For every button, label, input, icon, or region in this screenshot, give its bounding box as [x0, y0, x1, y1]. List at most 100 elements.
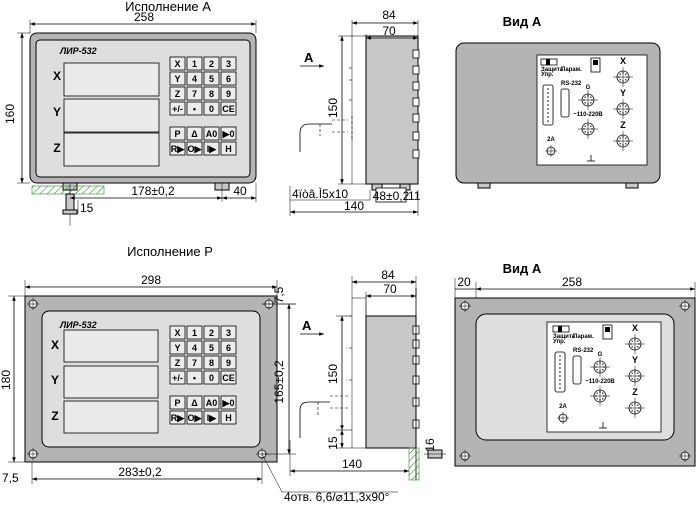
func-key-p-1[interactable]: [186, 395, 203, 410]
dim-p-side-height: 150: [326, 364, 340, 384]
key-p-13[interactable]: [186, 370, 203, 385]
func-key-label: H: [225, 144, 232, 154]
key-a-13[interactable]: [186, 101, 203, 116]
func-key-label: A0: [206, 398, 218, 408]
side-body-p: [365, 315, 417, 449]
func-key-label: I▶: [207, 144, 218, 154]
rear-axis-label: X: [620, 56, 626, 66]
key-p-7[interactable]: [220, 340, 237, 355]
key-a-6[interactable]: [203, 71, 220, 86]
func-key-a-5[interactable]: [186, 141, 203, 156]
key-p-5[interactable]: [186, 340, 203, 355]
func-key-label: H: [225, 413, 232, 423]
func-key-p-3[interactable]: [220, 395, 237, 410]
key-a-4[interactable]: [169, 71, 186, 86]
key-p-2[interactable]: [203, 325, 220, 340]
axis-label-x: X: [53, 69, 61, 83]
display-y-p: [63, 365, 159, 399]
side-view-variant-a: [351, 35, 420, 191]
func-key-p-4[interactable]: [169, 410, 186, 425]
key-p-9[interactable]: [186, 355, 203, 370]
key-label: +/-: [172, 104, 183, 114]
key-a-5[interactable]: [186, 71, 203, 86]
dim-p-flange: 15: [326, 436, 340, 450]
key-p-8[interactable]: [169, 355, 186, 370]
key-label: 6: [226, 343, 231, 353]
display-y: [63, 98, 160, 133]
key-p-11[interactable]: [220, 355, 237, 370]
func-key-p-5[interactable]: [186, 410, 203, 425]
key-label: 3: [226, 328, 231, 338]
key-label: 4: [192, 343, 197, 353]
key-a-15[interactable]: [220, 101, 237, 116]
dim-p-height: 180: [0, 370, 13, 390]
key-a-2[interactable]: [203, 56, 220, 71]
mounting-plate: [31, 185, 105, 195]
func-key-label: ▶0: [222, 398, 235, 408]
func-key-a-6[interactable]: [203, 141, 220, 156]
model-label-p: ЛИР-532: [59, 320, 97, 330]
display-x: [63, 62, 160, 97]
panel-section: [408, 447, 420, 481]
key-p-10[interactable]: [203, 355, 220, 370]
rear-label: 2A: [559, 404, 567, 410]
func-key-label: ▶0: [222, 129, 235, 139]
stud-nut: [62, 209, 78, 215]
key-label: 7: [192, 358, 197, 368]
func-key-a-4[interactable]: [169, 141, 186, 156]
key-label: 9: [226, 89, 231, 99]
key-a-1[interactable]: [186, 56, 203, 71]
rear-label: Упр.: [541, 72, 554, 78]
key-p-3[interactable]: [220, 325, 237, 340]
func-key-label: A0: [206, 129, 218, 139]
key-label: 3: [226, 59, 231, 69]
key-label: 2: [209, 328, 214, 338]
rear-label: Упр.: [553, 339, 566, 345]
key-p-14[interactable]: [203, 370, 220, 385]
key-a-8[interactable]: [169, 86, 186, 101]
key-p-12[interactable]: [169, 370, 186, 385]
key-a-7[interactable]: [220, 71, 237, 86]
rear-label: ~110-220В: [585, 379, 615, 385]
func-key-label: P: [174, 398, 180, 408]
key-p-4[interactable]: [169, 340, 186, 355]
key-p-15[interactable]: [220, 370, 237, 385]
key-p-1[interactable]: [186, 325, 203, 340]
func-key-label: Δ: [191, 129, 198, 139]
dim-a-depth: 84: [382, 8, 396, 22]
rear-label: G: [586, 85, 591, 91]
dim-p-side-total: 140: [342, 457, 362, 471]
func-key-p-2[interactable]: [203, 395, 220, 410]
func-key-p-7[interactable]: [220, 410, 237, 425]
func-key-p-6[interactable]: [203, 410, 220, 425]
key-label: 0: [209, 373, 214, 383]
key-a-9[interactable]: [186, 86, 203, 101]
key-p-0[interactable]: [169, 325, 186, 340]
key-label: 8: [209, 358, 214, 368]
rear-label: Защита: [553, 334, 576, 340]
rear-label: Парам.: [573, 334, 594, 340]
func-key-a-1[interactable]: [186, 126, 203, 141]
key-a-12[interactable]: [169, 101, 186, 116]
key-label: 9: [226, 358, 231, 368]
key-label: 1: [192, 59, 197, 69]
display-z: [63, 132, 160, 167]
key-a-3[interactable]: [220, 56, 237, 71]
func-key-a-0[interactable]: [169, 126, 186, 141]
key-label: 0: [209, 104, 214, 114]
key-a-14[interactable]: [203, 101, 220, 116]
key-a-10[interactable]: [203, 86, 220, 101]
axis-label-x-p: X: [51, 338, 59, 352]
func-key-a-7[interactable]: [220, 141, 237, 156]
key-label: CE: [222, 373, 235, 383]
key-p-6[interactable]: [203, 340, 220, 355]
func-key-a-2[interactable]: [203, 126, 220, 141]
key-a-0[interactable]: [169, 56, 186, 71]
func-key-a-3[interactable]: [220, 126, 237, 141]
key-a-11[interactable]: [220, 86, 237, 101]
dim-box-holes: [375, 187, 407, 203]
func-key-p-0[interactable]: [169, 395, 186, 410]
